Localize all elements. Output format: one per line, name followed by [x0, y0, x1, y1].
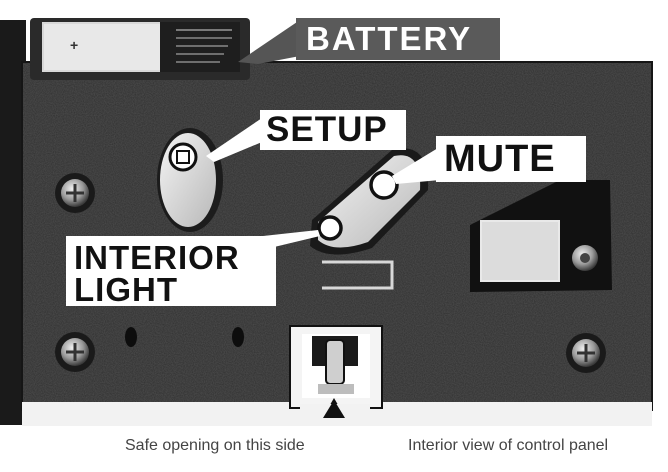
- safe-opening-caption: Safe opening on this side: [125, 437, 305, 454]
- interior-light-label-line2: LIGHT: [74, 271, 178, 308]
- interior-light-label-line1: INTERIOR: [74, 239, 240, 276]
- mute-button: [369, 170, 399, 200]
- setup-button: [157, 128, 223, 232]
- screw-bottom-right-icon: [566, 333, 606, 373]
- interior-view-caption: Interior view of control panel: [408, 437, 609, 454]
- interior-light-button: [317, 215, 343, 241]
- mute-callout: [392, 136, 586, 184]
- setup-label: SETUP: [266, 110, 388, 149]
- screw-top-left-icon: [55, 173, 95, 213]
- battery-label: BATTERY: [306, 20, 473, 57]
- right-bracket: [470, 180, 612, 292]
- setup-callout: [206, 110, 406, 162]
- safe-opening-latch: [289, 325, 383, 409]
- mute-label: MUTE: [444, 138, 556, 180]
- screw-bottom-left-icon: [55, 332, 95, 372]
- interior-light-callout: [66, 230, 320, 306]
- svg-text:+: +: [70, 37, 78, 53]
- battery-icon: +: [30, 18, 250, 80]
